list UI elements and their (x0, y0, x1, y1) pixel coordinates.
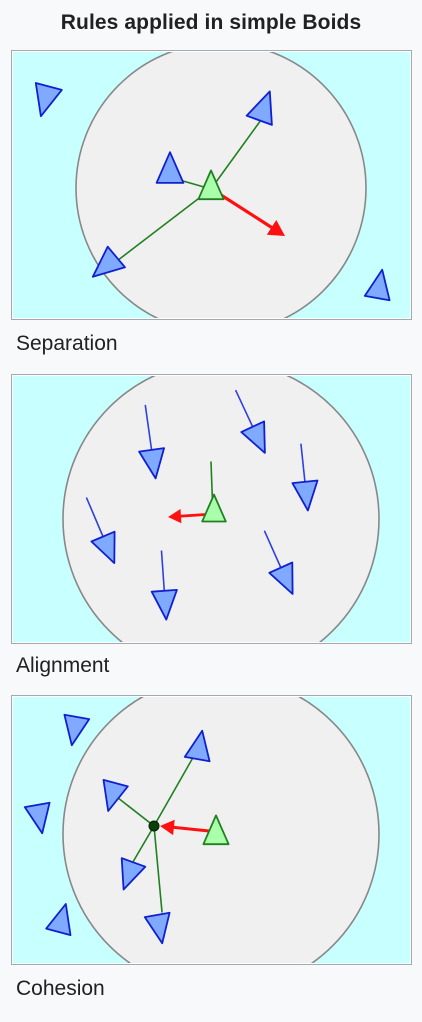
cohesion-diagram[interactable] (11, 695, 412, 965)
boid-triangle-icon (45, 903, 72, 937)
link-line (210, 119, 262, 190)
boid-triangle-icon (363, 268, 391, 302)
boid-triangle-icon (34, 82, 63, 118)
cohesion-illustration (13, 697, 410, 963)
boid-triangle-icon (138, 447, 166, 480)
steering-shaft (219, 193, 274, 229)
boid-triangle-icon (150, 588, 178, 621)
cohesion-caption: Cohesion (16, 977, 105, 1000)
alignment-diagram[interactable] (11, 374, 412, 644)
center-of-mass-dot-icon (148, 820, 160, 832)
boid-triangle-icon (63, 713, 91, 747)
infobox-title: Rules applied in simple Boids (60, 11, 362, 34)
boid-triangle-icon (23, 801, 51, 835)
focus-boid-triangle-icon (201, 493, 227, 523)
boid-triangle-icon (102, 779, 129, 812)
link-line (153, 825, 163, 913)
boid-triangle-icon (90, 530, 116, 565)
separation-caption: Separation (16, 332, 118, 355)
boid-triangle-icon (291, 479, 319, 512)
steering-arrow-icon (160, 819, 175, 836)
steering-arrow-icon (266, 220, 285, 236)
focus-boid-triangle-icon (202, 814, 230, 846)
link-line (112, 188, 212, 265)
boid-triangle-icon (120, 857, 147, 891)
boid-triangle-icon (155, 151, 185, 184)
steering-arrow-icon (168, 509, 182, 524)
boid-triangle-icon (268, 561, 294, 595)
boid-triangle-icon (143, 911, 171, 945)
boid-triangle-icon (91, 245, 126, 278)
link-line (129, 825, 155, 868)
link-line (112, 793, 155, 827)
alignment-illustration (13, 376, 410, 642)
focus-boid-triangle-icon (197, 169, 225, 201)
separation-diagram[interactable] (11, 50, 412, 320)
separation-illustration (13, 52, 410, 318)
boid-triangle-icon (240, 420, 266, 454)
neighborhood-circle (75, 52, 367, 318)
boid-triangle-icon (245, 90, 273, 126)
alignment-caption: Alignment (16, 654, 110, 677)
boid-triangle-icon (183, 729, 211, 763)
link-line (153, 753, 196, 827)
steering-shaft (172, 825, 211, 833)
